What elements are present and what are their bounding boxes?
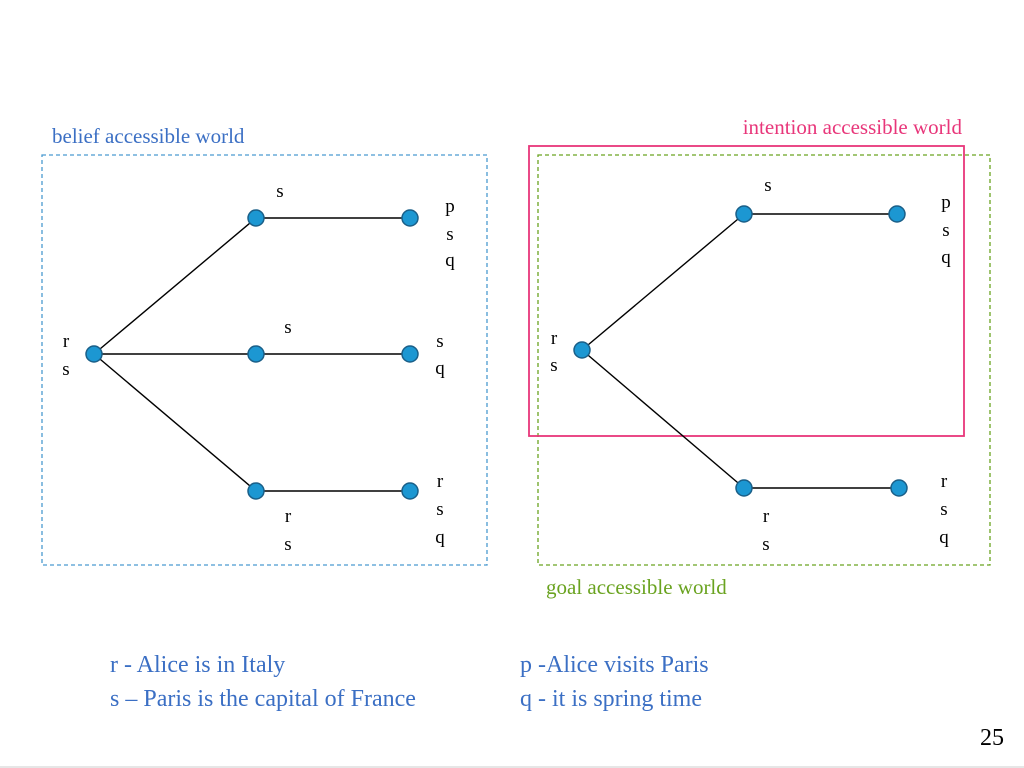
- intention-world-label: intention accessible world: [743, 115, 963, 139]
- belief-top-end-label-q: q: [445, 250, 455, 271]
- goal-bottom-mid-node: [735, 479, 753, 497]
- goal-root-node: [573, 341, 591, 359]
- goal-root-label-r: r: [551, 328, 558, 349]
- belief-bottom-end-label-s: s: [436, 499, 443, 520]
- goal-top-mid-node: [735, 205, 753, 223]
- belief-bottom-mid-label-r: r: [285, 506, 292, 527]
- belief-root-label-r: r: [63, 331, 70, 352]
- goal-root-label-s: s: [550, 355, 557, 376]
- goal-top-end-label-p: p: [941, 192, 951, 213]
- belief-bottom-mid-node: [247, 482, 265, 500]
- belief-top-end-label-p: p: [445, 196, 455, 217]
- belief-middle-end-label-s: s: [436, 331, 443, 352]
- belief-top-mid-label-s: s: [276, 181, 283, 202]
- goal-bottom-mid-label-r: r: [763, 506, 770, 527]
- belief-middle-end-node: [401, 345, 419, 363]
- goal-bottom-end-label-r: r: [941, 471, 948, 492]
- goal-top-end-node: [888, 205, 906, 223]
- belief-bottom-mid-label-s: s: [284, 534, 291, 555]
- belief-root-label-s: s: [62, 359, 69, 380]
- legend-right: p -Alice visits Paris q - it is spring t…: [520, 648, 709, 716]
- belief-middle-end-label-q: q: [435, 358, 445, 379]
- belief-middle-mid-node: [247, 345, 265, 363]
- goal-edge-root-top: [581, 213, 745, 351]
- intention-world-frame: [528, 145, 965, 437]
- goal-edge-root-bottom: [581, 349, 745, 489]
- goal-top-mid-label-s: s: [764, 175, 771, 196]
- belief-bottom-end-label-r: r: [437, 471, 444, 492]
- goal-bottom-end-node: [890, 479, 908, 497]
- belief-middle-mid-label-s: s: [284, 317, 291, 338]
- belief-bottom-end-label-q: q: [435, 527, 445, 548]
- belief-top-end-node: [401, 209, 419, 227]
- belief-top-mid-node: [247, 209, 265, 227]
- kripke-diagram: belief accessible world intention access…: [41, 115, 991, 599]
- belief-root-node: [85, 345, 103, 363]
- goal-world-label: goal accessible world: [546, 575, 727, 599]
- page-number: 25: [980, 725, 1004, 751]
- belief-edge-root-bottom: [93, 353, 257, 492]
- goal-bottom-end-label-s: s: [940, 499, 947, 520]
- legend-r: r - Alice is in Italy: [110, 652, 286, 678]
- footer-divider: [0, 766, 1024, 768]
- goal-bottom-end-label-q: q: [939, 527, 949, 548]
- legend-left: r - Alice is in Italy s – Paris is the c…: [110, 648, 416, 716]
- belief-edge-root-top: [93, 217, 257, 355]
- legend-p: p -Alice visits Paris: [520, 652, 709, 678]
- goal-bottom-mid-label-s: s: [762, 534, 769, 555]
- belief-top-end-label-s: s: [446, 224, 453, 245]
- goal-world-frame: [537, 154, 991, 566]
- goal-top-end-label-s: s: [942, 220, 949, 241]
- legend-s: s – Paris is the capital of France: [110, 686, 416, 712]
- belief-world-label: belief accessible world: [52, 124, 245, 148]
- belief-bottom-end-node: [401, 482, 419, 500]
- legend-q: q - it is spring time: [520, 686, 702, 712]
- belief-world-frame: [41, 154, 488, 566]
- goal-top-end-label-q: q: [941, 247, 951, 268]
